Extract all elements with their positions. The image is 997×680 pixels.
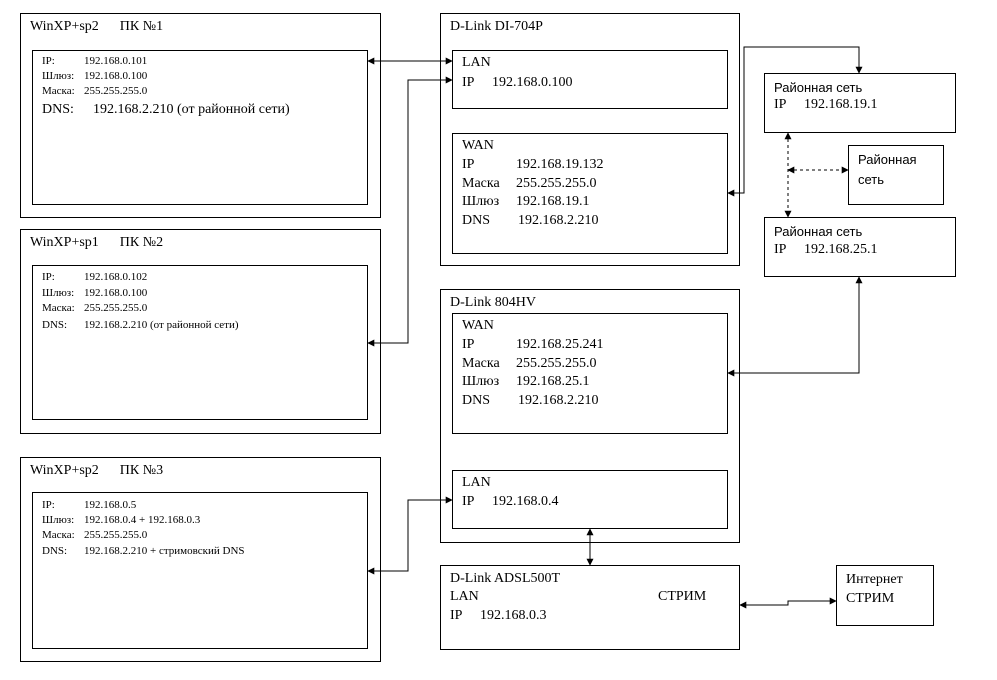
di704-lan-ip-label: IP <box>462 75 475 90</box>
pc1-gw-label: Шлюз: <box>42 70 75 82</box>
adsl-ip-label: IP <box>450 608 463 623</box>
internet-line2: СТРИМ <box>846 591 895 606</box>
dl804-title: D-Link 804HV <box>450 295 536 310</box>
link-pc2-di704 <box>367 76 453 347</box>
link-di704-district1 <box>727 46 863 197</box>
pc3-gw-label: Шлюз: <box>42 514 75 526</box>
dl804-wan-ip-value: 192.168.25.241 <box>516 337 604 352</box>
pc1-ip-label: IP: <box>42 55 55 67</box>
di704-wan-gw-label: Шлюз <box>462 194 500 209</box>
pc3-ip-value: 192.168.0.5 <box>84 499 137 511</box>
pc1-dns-label: DNS: <box>42 102 74 117</box>
pc3-mask-label: Маска: <box>42 529 75 541</box>
dl804-wan-ip-label: IP <box>462 337 475 352</box>
dl804-lan-ip-label: IP <box>462 494 475 509</box>
pc1-inner-box <box>32 50 368 205</box>
pc3-ip-label: IP: <box>42 499 55 511</box>
dl804-wan-gw-value: 192.168.25.1 <box>516 374 590 389</box>
pc1-title: WinXP+sp2 ПК №1 <box>30 19 164 34</box>
pc3-dns-value: 192.168.2.210 + стримовский DNS <box>84 545 245 557</box>
di704-wan-label: WAN <box>462 138 494 153</box>
pc1-dns-value: 192.168.2.210 (от районной сети) <box>93 102 290 117</box>
di704-lan-box <box>452 50 728 109</box>
di704-lan-ip-value: 192.168.0.100 <box>492 75 573 90</box>
pc2-ip-value: 192.168.0.102 <box>84 271 148 283</box>
pc2-title: WinXP+sp1 ПК №2 <box>30 235 164 250</box>
pc2-dns-value: 192.168.2.210 (от районной сети) <box>84 319 239 331</box>
di704-title: D-Link DI-704P <box>450 19 543 34</box>
dl804-wan-box <box>452 313 728 434</box>
district-mid-line1: Районная <box>858 152 917 167</box>
district2-ip-label: IP <box>774 242 787 257</box>
dl804-wan-dns-label: DNS <box>462 393 491 408</box>
pc3-mask-value: 255.255.255.0 <box>84 529 148 541</box>
dl804-wan-mask-value: 255.255.255.0 <box>516 356 597 371</box>
di704-wan-dns-label: DNS <box>462 213 491 228</box>
di704-wan-ip-label: IP <box>462 157 475 172</box>
internet-line1: Интернет <box>846 572 903 587</box>
link-pc3-dl804 <box>367 496 453 575</box>
dl804-lan-box <box>452 470 728 529</box>
pc1-mask-value: 255.255.255.0 <box>84 85 148 97</box>
district-mid-line2: сеть <box>858 172 885 187</box>
internet-box <box>836 565 934 626</box>
pc1-ip-value: 192.168.0.101 <box>84 55 148 67</box>
adsl-lan-label: LAN <box>450 589 479 604</box>
di704-wan-mask-label: Маска <box>462 176 500 191</box>
pc2-dns-label: DNS: <box>42 319 68 331</box>
link-dl804-district2 <box>727 276 863 377</box>
district2-box <box>764 217 956 277</box>
district2-title: Районная сеть <box>774 224 863 239</box>
pc1-gw-value: 192.168.0.100 <box>84 70 148 82</box>
pc2-inner-box <box>32 265 368 420</box>
pc2-mask-label: Маска: <box>42 302 75 314</box>
pc2-ip-label: IP: <box>42 271 55 283</box>
district2-ip-value: 192.168.25.1 <box>804 242 878 257</box>
pc3-inner-box <box>32 492 368 649</box>
dl804-wan-mask-label: Маска <box>462 356 500 371</box>
pc1-mask-label: Маска: <box>42 85 75 97</box>
pc2-gw-label: Шлюз: <box>42 287 75 299</box>
dl804-lan-ip-value: 192.168.0.4 <box>492 494 559 509</box>
dl804-wan-label: WAN <box>462 318 494 333</box>
dl804-wan-gw-label: Шлюз <box>462 374 500 389</box>
dl804-wan-dns-value: 192.168.2.210 <box>518 393 599 408</box>
pc3-gw-value: 192.168.0.4 + 192.168.0.3 <box>84 514 201 526</box>
di704-wan-mask-value: 255.255.255.0 <box>516 176 597 191</box>
adsl-box <box>440 565 740 650</box>
adsl-title: D-Link ADSL500T <box>450 571 561 586</box>
di704-wan-dns-value: 192.168.2.210 <box>518 213 599 228</box>
adsl-ip-value: 192.168.0.3 <box>480 608 547 623</box>
pc2-gw-value: 192.168.0.100 <box>84 287 148 299</box>
link-adsl-internet <box>739 597 837 609</box>
dl804-lan-label: LAN <box>462 475 491 490</box>
di704-lan-label: LAN <box>462 55 491 70</box>
di704-wan-gw-value: 192.168.19.1 <box>516 194 590 209</box>
pc3-title: WinXP+sp2 ПК №3 <box>30 463 164 478</box>
adsl-strim-label: СТРИМ <box>658 589 707 604</box>
di704-wan-box <box>452 133 728 254</box>
di704-wan-ip-value: 192.168.19.132 <box>516 157 604 172</box>
pc3-dns-label: DNS: <box>42 545 68 557</box>
pc2-mask-value: 255.255.255.0 <box>84 302 148 314</box>
